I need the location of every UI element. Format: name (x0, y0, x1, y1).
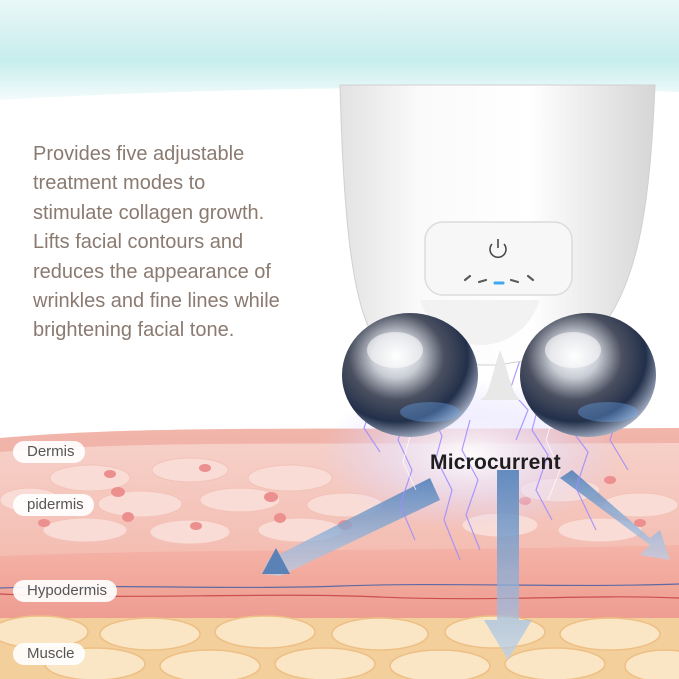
muscle-label: Muscle (13, 643, 85, 665)
energy-arrows (262, 470, 670, 660)
hypodermis-label: Hypodermis (13, 580, 118, 602)
mode-indicators (463, 274, 535, 285)
control-panel (424, 221, 573, 296)
description-line: brightening facial tone. (33, 319, 235, 342)
description-line: Provides five adjustable (33, 143, 245, 165)
microcurrent-label: Microcurrent (430, 451, 561, 474)
epidermis-label: pidermis (13, 494, 94, 516)
description-line: Lifts facial contours and (33, 231, 244, 254)
description-line: reduces the appearance of (33, 260, 271, 283)
dermis-label: Dermis (13, 441, 85, 463)
power-icon (489, 239, 507, 259)
description-line: treatment modes to (33, 172, 206, 195)
product-description: Provides five adjustable treatment modes… (33, 140, 333, 346)
description-line: wrinkles and fine lines while (33, 290, 280, 313)
description-line: stimulate collagen growth. (33, 201, 265, 224)
